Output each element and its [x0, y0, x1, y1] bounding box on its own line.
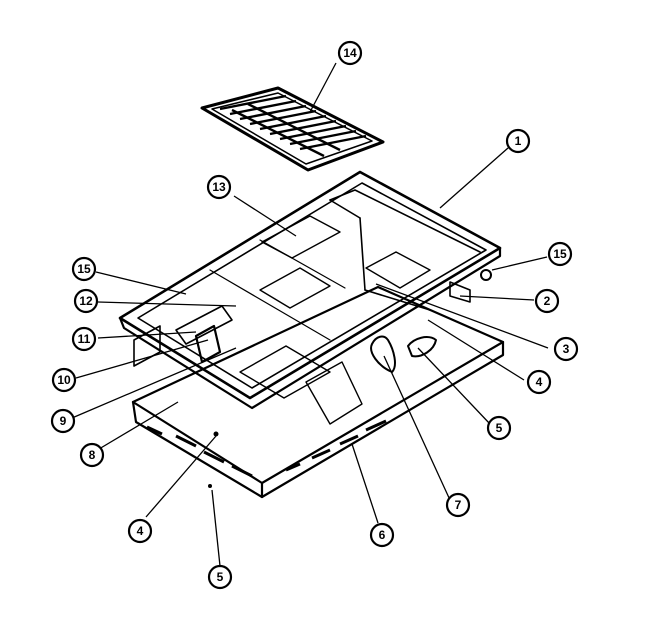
callout-label: 10 [57, 373, 71, 387]
callout-11: 11 [71, 326, 97, 352]
callout-15-right: 15 [547, 241, 573, 267]
callout-10: 10 [51, 367, 77, 393]
callout-label: 3 [563, 342, 570, 356]
callout-4-left: 4 [127, 518, 153, 544]
callout-5-left: 5 [207, 564, 233, 590]
callout-label: 1 [515, 134, 522, 148]
frame-part [118, 170, 502, 488]
callout-15-left: 15 [71, 256, 97, 282]
callout-14: 14 [337, 40, 363, 66]
callout-12: 12 [73, 288, 99, 314]
callout-6: 6 [369, 522, 395, 548]
callout-4-right: 4 [526, 369, 552, 395]
callout-label: 13 [212, 180, 226, 194]
callout-label: 2 [544, 294, 551, 308]
callout-label: 12 [79, 294, 93, 308]
callout-label: 4 [536, 375, 543, 389]
leader-lines [71, 62, 549, 567]
callout-label: 15 [553, 247, 567, 261]
callout-label: 6 [379, 528, 386, 542]
base-vent-slots [146, 419, 387, 478]
base-pan-part [131, 285, 505, 499]
callout-7: 7 [445, 492, 471, 518]
callout-5-right: 5 [486, 415, 512, 441]
callout-label: 5 [496, 421, 503, 435]
callout-1: 1 [505, 128, 531, 154]
callout-13: 13 [206, 174, 232, 200]
callout-label: 11 [78, 332, 91, 346]
callout-label: 7 [455, 498, 462, 512]
callout-label: 4 [137, 524, 144, 538]
callout-2: 2 [534, 288, 560, 314]
callout-label: 14 [343, 46, 357, 60]
callout-9: 9 [50, 408, 76, 434]
callout-8: 8 [79, 442, 105, 468]
callout-label: 5 [217, 570, 224, 584]
grate-part [200, 86, 385, 172]
callout-label: 8 [89, 448, 96, 462]
grate-bars [219, 94, 367, 158]
callout-label: 15 [77, 262, 91, 276]
callout-3: 3 [553, 336, 579, 362]
callout-label: 9 [60, 414, 67, 428]
